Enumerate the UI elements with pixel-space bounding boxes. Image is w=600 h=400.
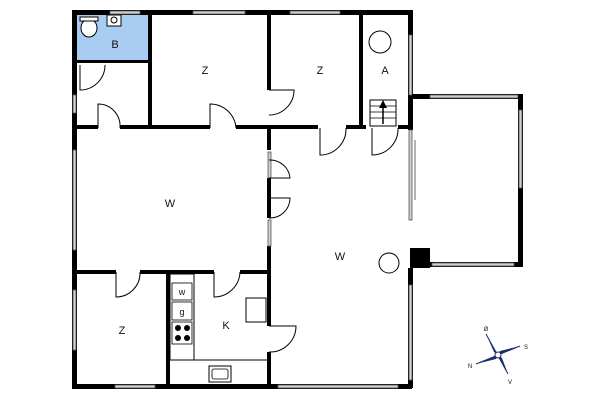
appliance-label-washer: w: [178, 287, 186, 297]
stove-icon: [378, 252, 400, 274]
compass-east: Ø: [484, 327, 489, 333]
room-label-bathroom: B: [111, 39, 118, 51]
windows: [72, 10, 413, 389]
room-label-bedroom-top-right: Z: [317, 65, 324, 77]
doors: [79, 64, 399, 353]
room-label-bedroom-top-mid: Z: [202, 65, 209, 77]
walls: [72, 10, 430, 389]
room-label-utility: A: [381, 65, 389, 77]
fixtures: [79, 14, 400, 383]
conservatory-frame: [408, 94, 523, 267]
fridge-icon: [245, 297, 267, 323]
room-label-living-right: W: [335, 251, 346, 263]
cooktop-icon: [171, 321, 193, 345]
toilet-icon: [80, 18, 98, 38]
compass-west: V: [508, 380, 512, 386]
bathroom-sink-icon: [106, 14, 122, 27]
room-label-bedroom-bottom-left: Z: [119, 325, 126, 337]
boiler-icon: [368, 30, 392, 54]
compass-rose: N Ø S V: [468, 327, 528, 386]
appliance-label-dryer: g: [179, 307, 184, 317]
room-label-living-left: W: [165, 198, 176, 210]
room-label-kitchen: K: [222, 320, 230, 332]
compass-south: S: [524, 345, 528, 351]
compass-north: N: [468, 364, 472, 370]
